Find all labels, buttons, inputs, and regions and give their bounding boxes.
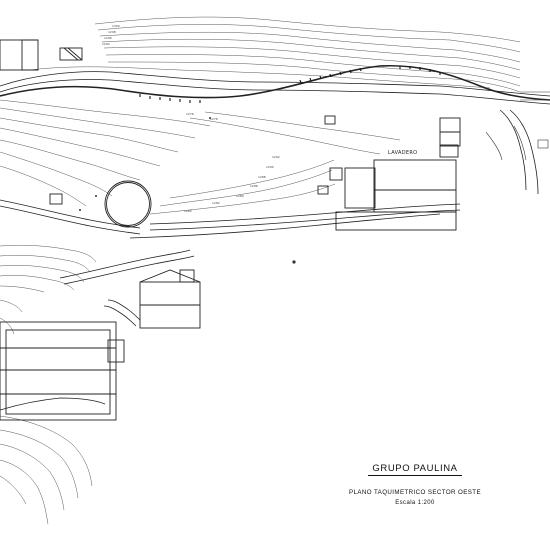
elevation-label: 1298 — [108, 30, 116, 34]
buildings — [0, 39, 461, 421]
map-scale: Escala 1:200 — [395, 500, 435, 506]
slope-hatching — [139, 66, 441, 103]
elevation-label: 1284 — [236, 194, 244, 198]
title-block: GRUPO PAULINA PLANO TAQUIMETRICO SECTOR … — [330, 458, 500, 506]
right-edge-structures — [485, 91, 550, 161]
elevation-label: 1300 — [112, 24, 120, 28]
survey-points — [79, 117, 296, 264]
contour-elevation-labels: 1300 1298 1296 1294 1292 1290 1288 1286 … — [102, 24, 280, 213]
elevation-label: 1288 — [258, 175, 266, 179]
roads-and-rails — [0, 64, 550, 411]
elevation-label: 1280 — [184, 209, 192, 213]
elevation-label: 1282 — [212, 201, 220, 205]
elevation-label: 1290 — [266, 165, 274, 169]
lavadero-label: LAVADERO — [388, 150, 418, 156]
elevation-label: 1294 — [102, 42, 110, 46]
elevation-label: 1292 — [272, 155, 280, 159]
elevation-label: 1276 — [186, 112, 194, 116]
map-title: GRUPO PAULINA — [368, 463, 462, 476]
elevation-label: 1278 — [210, 117, 218, 121]
elevation-label: 1286 — [250, 184, 258, 188]
map-subtitle: PLANO TAQUIMETRICO SECTOR OESTE — [348, 489, 482, 496]
contour-lines — [0, 16, 521, 525]
elevation-label: 1296 — [104, 36, 112, 40]
